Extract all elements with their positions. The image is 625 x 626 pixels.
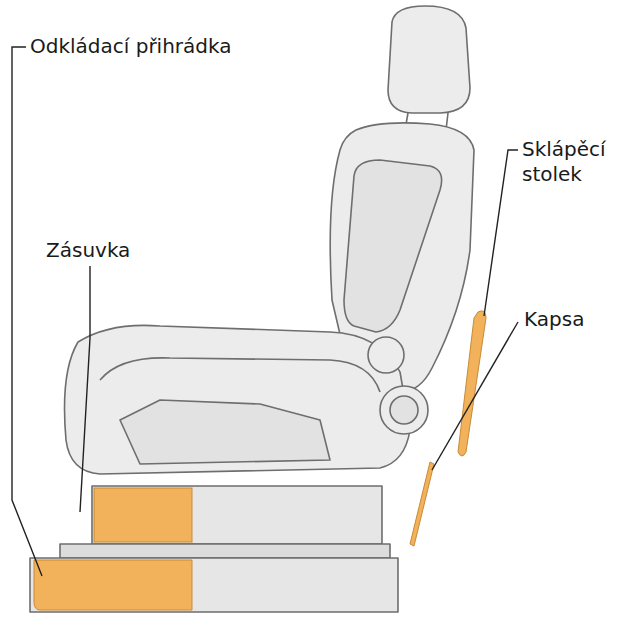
- part-label: Odkládací přihrádka: [30, 34, 270, 59]
- base-strip: [60, 544, 390, 558]
- backrest-panel: [344, 160, 442, 332]
- seat-frame: [120, 400, 330, 464]
- base-band: [30, 558, 398, 612]
- leader-line: [432, 322, 518, 470]
- storage-compartment: [34, 560, 192, 610]
- part-label: Zásuvka: [46, 238, 166, 263]
- headrest: [388, 6, 470, 113]
- recliner-knob: [368, 337, 404, 373]
- drawer-band: [92, 486, 382, 544]
- cushion-seam: [100, 358, 380, 392]
- seat-pocket: [410, 462, 434, 546]
- leader-line: [12, 47, 42, 576]
- part-label: Kapsa: [524, 307, 620, 332]
- leader-line: [484, 150, 518, 316]
- recliner-hinge: [380, 386, 428, 434]
- recliner-hub: [390, 396, 418, 424]
- leader-line: [80, 266, 90, 512]
- part-label: Sklápěcí stolek: [522, 137, 620, 187]
- drawer: [94, 488, 192, 542]
- seat-cushion: [65, 325, 411, 474]
